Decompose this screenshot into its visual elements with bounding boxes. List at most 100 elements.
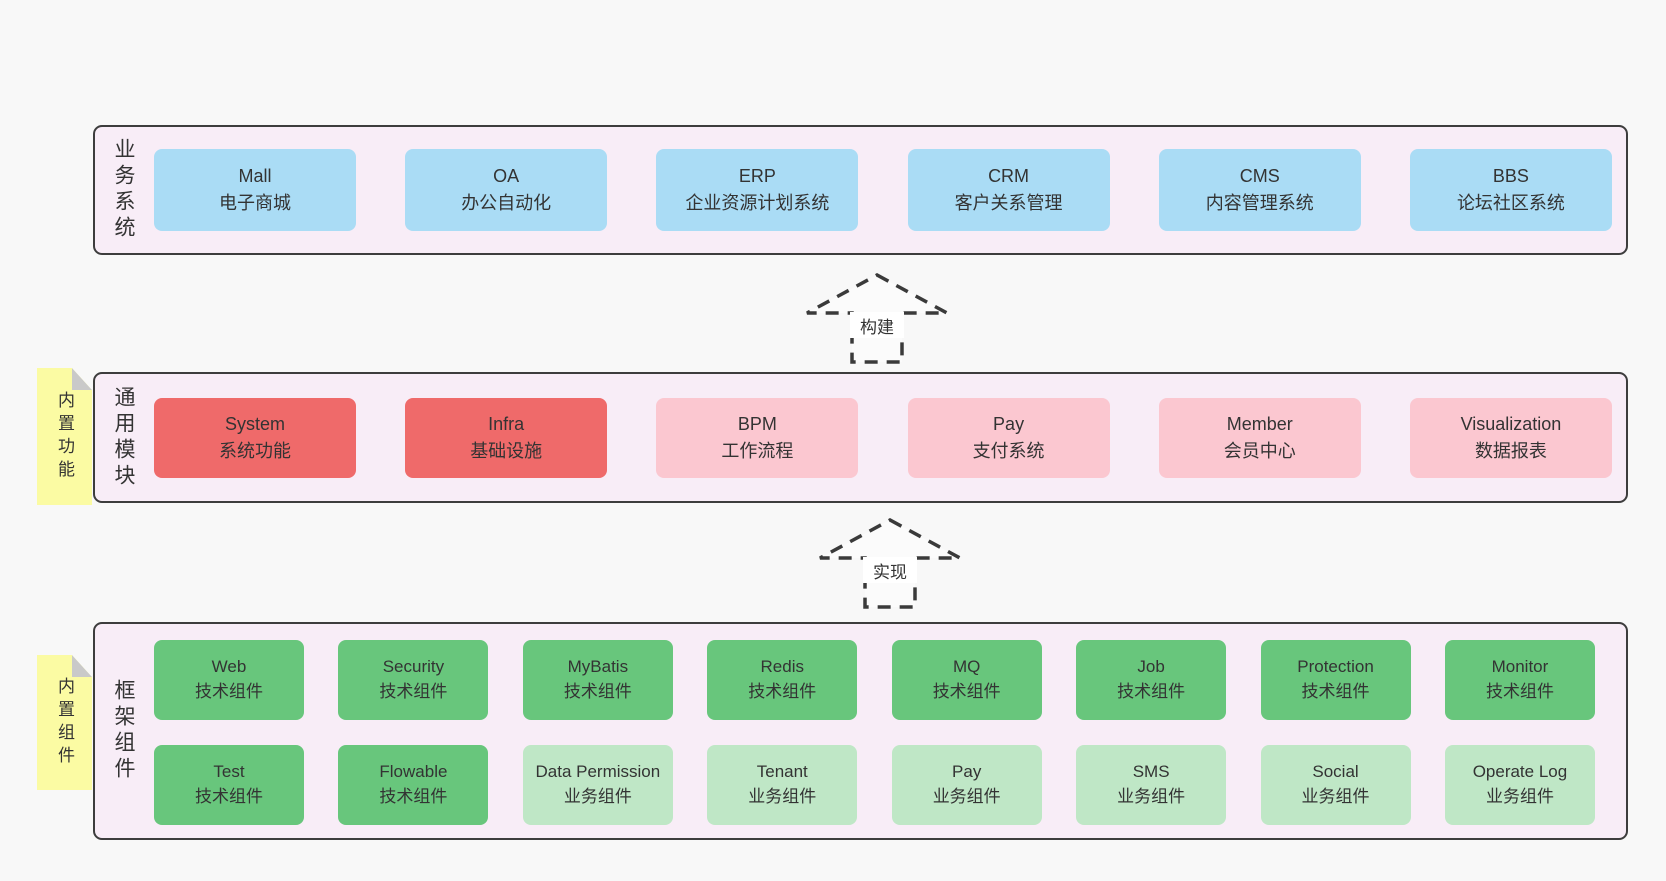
box-name-en: Member <box>1226 413 1293 434</box>
box-name-zh: 技术组件 <box>563 682 632 701</box>
sticky-note-built-in-features: 内置功能 <box>37 368 92 505</box>
box-name-zh: 会员中心 <box>1223 440 1296 461</box>
box-name-en: Data Permission <box>535 762 661 782</box>
module-boxes-row: System 系统功能 Infra 基础设施 BPM 工作流程 Pay 支付系统… <box>154 374 1612 501</box>
box-name-zh: 技术组件 <box>748 682 817 701</box>
box-name-zh: 论坛社区系统 <box>1456 193 1565 213</box>
box-name-en: Redis <box>760 657 804 677</box>
band-business-systems: 业务系统 Mall 电子商城 OA 办公自动化 ERP 企业资源计划系统 CRM… <box>93 125 1628 255</box>
box-crm: CRM 客户关系管理 <box>907 149 1110 231</box>
box-oa: OA 办公自动化 <box>405 149 608 231</box>
box-member: Member 会员中心 <box>1158 397 1361 478</box>
box-name-en: Pay <box>952 762 982 782</box>
box-name-en: Test <box>213 762 245 782</box>
box-name-en: MyBatis <box>567 657 629 677</box>
box-name-zh: 业务组件 <box>563 787 632 806</box>
band-label-wrap: 业务系统 <box>95 127 151 253</box>
box-name-en: Job <box>1137 657 1165 677</box>
box-name-en: Mall <box>238 166 272 186</box>
band-label-framework-components: 框架组件 <box>112 679 135 783</box>
box-bpm: BPM 工作流程 <box>656 397 859 478</box>
box-monitor: Monitor 技术组件 <box>1444 640 1595 720</box>
box-mybatis: MyBatis 技术组件 <box>522 640 673 720</box>
box-name-en: ERP <box>738 166 776 186</box>
box-name-zh: 技术组件 <box>1485 682 1554 701</box>
build-arrow: 构建 <box>800 268 955 368</box>
box-visualization: Visualization 数据报表 <box>1409 397 1612 478</box>
box-bbs: BBS 论坛社区系统 <box>1409 149 1612 231</box>
box-name-en: Security <box>382 657 445 677</box>
box-system: System 系统功能 <box>154 397 356 478</box>
box-name-zh: 电子商城 <box>219 193 291 213</box>
box-name-zh: 技术组件 <box>379 682 448 701</box>
box-name-zh: 业务组件 <box>1301 787 1370 806</box>
box-name-en: Infra <box>488 413 525 434</box>
box-data-permission: Data Permission 业务组件 <box>522 745 673 825</box>
box-name-zh: 业务组件 <box>1485 787 1554 806</box>
box-name-en: SMS <box>1132 762 1170 782</box>
folded-corner-icon <box>72 368 92 390</box>
box-name-en: MQ <box>952 657 981 677</box>
box-name-zh: 技术组件 <box>379 787 448 806</box>
box-name-zh: 企业资源计划系统 <box>685 193 830 213</box>
box-name-zh: 业务组件 <box>932 787 1001 806</box>
arrow-label-build: 构建 <box>850 312 904 338</box>
box-name-en: Social <box>1312 762 1359 782</box>
box-name-zh: 业务组件 <box>1117 787 1186 806</box>
band-label-wrap: 通用模块 <box>95 374 151 501</box>
box-name-zh: 技术组件 <box>195 682 263 701</box>
box-name-en: CRM <box>988 166 1030 186</box>
box-name-zh: 系统功能 <box>219 440 291 461</box>
implement-arrow: 实现 <box>813 513 968 613</box>
box-pay: Pay 支付系统 <box>907 397 1110 478</box>
box-name-en: BPM <box>737 413 777 434</box>
box-name-zh: 技术组件 <box>195 787 263 806</box>
box-name-en: Pay <box>993 413 1025 434</box>
box-name-zh: 技术组件 <box>932 682 1001 701</box>
sticky-note-built-in-components: 内置组件 <box>37 655 92 790</box>
box-mall: Mall 电子商城 <box>154 149 356 231</box>
box-name-en: System <box>224 413 285 434</box>
box-name-en: Web <box>211 657 247 677</box>
box-social: Social 业务组件 <box>1260 745 1411 825</box>
box-erp: ERP 企业资源计划系统 <box>656 149 859 231</box>
box-name-en: CMS <box>1239 166 1280 186</box>
box-name-en: Operate Log <box>1472 762 1568 782</box>
component-row-1: Web 技术组件 Security 技术组件 MyBatis 技术组件 Redi… <box>154 640 1595 720</box>
box-name-en: Visualization <box>1460 413 1562 434</box>
box-tenant: Tenant 业务组件 <box>707 745 858 825</box>
box-name-zh: 业务组件 <box>748 787 817 806</box>
sticky-note-label: 内置组件 <box>55 676 74 769</box>
box-pay-component: Pay 业务组件 <box>891 745 1042 825</box>
box-protection: Protection 技术组件 <box>1260 640 1411 720</box>
box-infra: Infra 基础设施 <box>405 397 608 478</box>
box-name-zh: 支付系统 <box>972 440 1045 461</box>
arrow-label-implement: 实现 <box>863 557 917 583</box>
box-test: Test 技术组件 <box>154 745 304 825</box>
box-sms: SMS 业务组件 <box>1076 745 1227 825</box>
box-name-zh: 数据报表 <box>1474 440 1547 461</box>
box-name-zh: 基础设施 <box>470 440 543 461</box>
component-row-2: Test 技术组件 Flowable 技术组件 Data Permission … <box>154 745 1595 825</box>
box-name-zh: 技术组件 <box>1301 682 1370 701</box>
band-common-modules: 通用模块 System 系统功能 Infra 基础设施 BPM 工作流程 Pay… <box>93 372 1628 503</box>
band-framework-components: 框架组件 Web 技术组件 Security 技术组件 MyBatis 技术组件… <box>93 622 1628 840</box>
business-boxes-row: Mall 电子商城 OA 办公自动化 ERP 企业资源计划系统 CRM 客户关系… <box>154 127 1612 253</box>
box-name-zh: 客户关系管理 <box>954 193 1063 213</box>
band-label-wrap: 框架组件 <box>95 624 151 838</box>
box-name-en: Flowable <box>379 762 448 782</box>
box-redis: Redis 技术组件 <box>707 640 858 720</box>
box-web: Web 技术组件 <box>154 640 304 720</box>
sticky-note-label: 内置功能 <box>55 390 74 483</box>
box-mq: MQ 技术组件 <box>891 640 1042 720</box>
band-label-business-systems: 业务系统 <box>112 138 135 242</box>
box-name-en: Protection <box>1297 657 1374 677</box>
box-name-zh: 办公自动化 <box>461 193 552 213</box>
box-name-zh: 技术组件 <box>1117 682 1186 701</box>
box-job: Job 技术组件 <box>1076 640 1227 720</box>
band-label-common-modules: 通用模块 <box>112 385 135 490</box>
box-cms: CMS 内容管理系统 <box>1158 149 1361 231</box>
box-name-en: BBS <box>1492 166 1529 186</box>
box-name-en: OA <box>493 166 520 186</box>
box-name-en: Monitor <box>1491 657 1549 677</box>
